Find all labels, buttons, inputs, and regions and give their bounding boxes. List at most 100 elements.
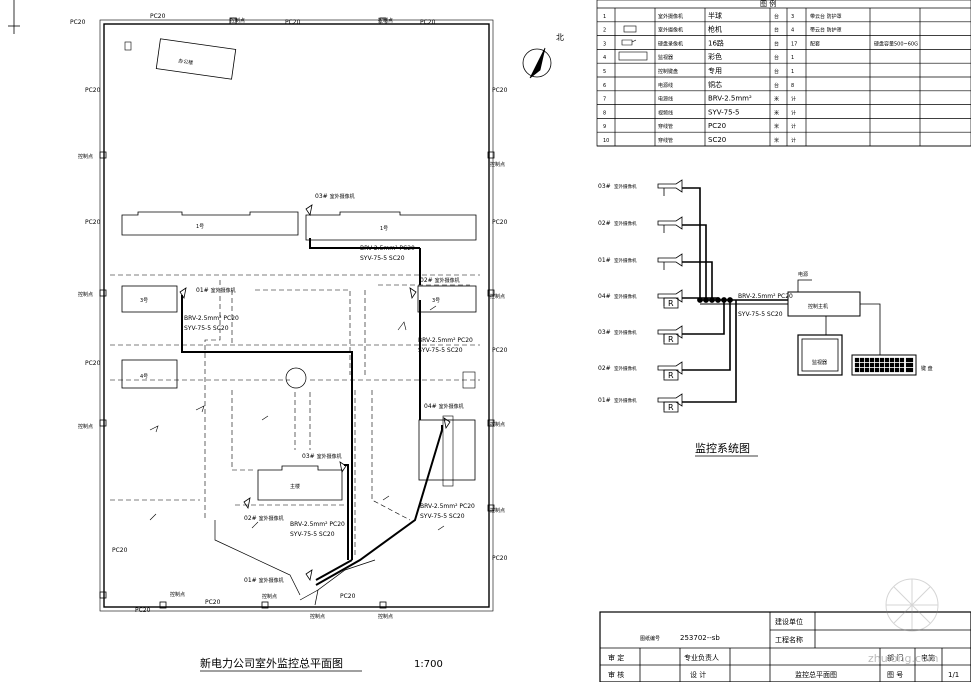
dome-mark: R	[668, 299, 674, 308]
legend-cell-qty: 计	[791, 109, 796, 116]
system-camera: 02#室外摄像机	[598, 216, 683, 233]
dome-mark: R	[668, 335, 674, 344]
system-cable-brv: BRV-2.5mm² PC20	[738, 293, 793, 300]
legend-cell-name: 硬盘录像机	[658, 40, 683, 47]
dept-label: 部 门	[887, 653, 903, 662]
cam-no: 02#	[420, 277, 433, 284]
legend-cell-qty: 计	[791, 137, 796, 144]
legend-cell-qty: 1	[791, 55, 794, 61]
node-label: 控制点	[170, 591, 185, 598]
legend-cell-unit: 台	[774, 54, 779, 61]
legend-cell-unit: 台	[774, 82, 779, 89]
system-camera-text: 室外摄像机	[614, 329, 637, 336]
system-camera: R02#室外摄像机	[598, 361, 683, 381]
system-title: 监控系统图	[695, 441, 750, 455]
cable-brv: BRV-2.5mm² PC20	[184, 315, 239, 322]
building-west	[121, 285, 178, 313]
watermark	[885, 578, 939, 632]
dome-mark: R	[668, 403, 674, 412]
svg-text:02# 室外摄像机: 02# 室外摄像机	[420, 277, 460, 284]
svg-text:02# 室外摄像机: 02# 室外摄像机	[244, 515, 284, 522]
system-diagram: 03#室外摄像机02#室外摄像机01#室外摄像机R04#室外摄像机R03#室外摄…	[598, 179, 917, 413]
roundabout	[285, 367, 307, 389]
monitor-label: 监视器	[812, 359, 827, 366]
north-arrow-icon	[522, 47, 552, 79]
legend-cell-name: 控制键盘	[658, 68, 678, 75]
legend-cell-unit: 台	[774, 40, 779, 47]
drawing-no: 253702--sb	[680, 634, 720, 642]
cam-no: 03#	[302, 453, 315, 460]
legend-cell-qty: 1	[791, 69, 794, 75]
cam-no: 03#	[315, 193, 328, 200]
drawing-no-label: 图纸编号	[640, 635, 660, 642]
legend-cell-no: 3	[603, 41, 606, 47]
pipe-label: PC20	[205, 599, 221, 606]
corner-mark	[8, 0, 20, 34]
legend-title: 图 例	[760, 0, 776, 8]
dome-box	[663, 369, 679, 381]
pipe-label: PC20	[135, 607, 151, 614]
building-label: 主楼	[290, 483, 300, 490]
building-top	[155, 38, 237, 80]
legend-cell-note: 配套	[810, 40, 820, 47]
system-camera-text: 室外摄像机	[614, 293, 637, 300]
legend-cell-unit: 台	[774, 27, 779, 34]
boundary-markers	[99, 17, 495, 609]
system-camera-label: 02#	[598, 365, 611, 372]
node-label: 控制点	[230, 17, 245, 24]
pipe-label: PC20	[285, 19, 301, 26]
svg-text:03# 室外摄像机: 03# 室外摄像机	[302, 453, 342, 460]
system-camera-label: 03#	[598, 329, 611, 336]
legend-cell-name: 电源线	[658, 82, 673, 89]
legend-cell-model: SYV-75-5	[708, 108, 740, 116]
cam-text: 室外摄像机	[259, 577, 284, 584]
legend-cell-qty: 计	[791, 123, 796, 130]
legend-table	[596, 0, 971, 147]
site-plan	[99, 17, 552, 612]
legend-cell-qty: 3	[791, 14, 794, 20]
cable-syv: SYV-75-5 SC20	[418, 347, 463, 354]
system-camera-text: 室外摄像机	[614, 365, 637, 372]
plan-camera-icon	[305, 204, 313, 217]
cable-brv: BRV-2.5mm² PC20	[420, 503, 475, 510]
camera-icon	[657, 179, 683, 193]
cam-text: 室外摄像机	[439, 403, 464, 410]
building-east	[417, 285, 477, 313]
camera-icon	[657, 361, 683, 375]
design-label: 设 计	[690, 670, 706, 679]
cam-text: 室外摄像机	[435, 277, 460, 284]
legend-cell-no: 8	[603, 110, 606, 116]
pipe-label: PC20	[420, 19, 436, 26]
plan-camera-icon	[339, 461, 347, 474]
keyboard-icon	[851, 354, 917, 376]
system-camera: R 03#室外摄像机	[598, 325, 683, 345]
system-cable-syv: SYV-75-5 SC20	[738, 311, 783, 318]
building-long	[121, 211, 299, 236]
client-label: 建设单位	[775, 617, 803, 626]
system-camera-text: 室外摄像机	[614, 257, 637, 264]
building-label: 1号	[380, 226, 388, 232]
legend-cell-note: 带云台 防护罩	[810, 13, 842, 20]
legend-cell-no: 5	[603, 69, 606, 75]
legend-cell-model: 半球	[708, 11, 722, 20]
legend-cell-unit: 台	[774, 68, 779, 75]
legend-cell-no: 2	[603, 28, 606, 34]
svg-text:PC20: PC20	[70, 19, 86, 26]
lead-label: 专业负责人	[684, 653, 719, 662]
legend-cell-model: 16路	[708, 38, 724, 47]
legend-cell-no: 7	[603, 97, 606, 103]
site-boundary	[103, 23, 490, 608]
cable-route	[181, 238, 443, 586]
cable-brv: BRV-2.5mm² PC20	[418, 337, 473, 344]
legend-cell-unit: 台	[774, 13, 779, 20]
cam-text: 室外摄像机	[330, 193, 355, 200]
pipe-label: PC20	[85, 360, 101, 367]
camera-icon	[657, 216, 683, 230]
keyboard-label: 键 盘	[921, 365, 933, 372]
pipe-label: PC20	[85, 87, 101, 94]
legend-cell-name: 电源线	[658, 96, 673, 103]
cable-syv: SYV-75-5 SC20	[290, 531, 335, 538]
legend-cell-model: SC20	[708, 136, 726, 144]
svg-text:01# 室外摄像机: 01# 室外摄像机	[244, 577, 284, 584]
cam-no: 04#	[424, 403, 437, 410]
